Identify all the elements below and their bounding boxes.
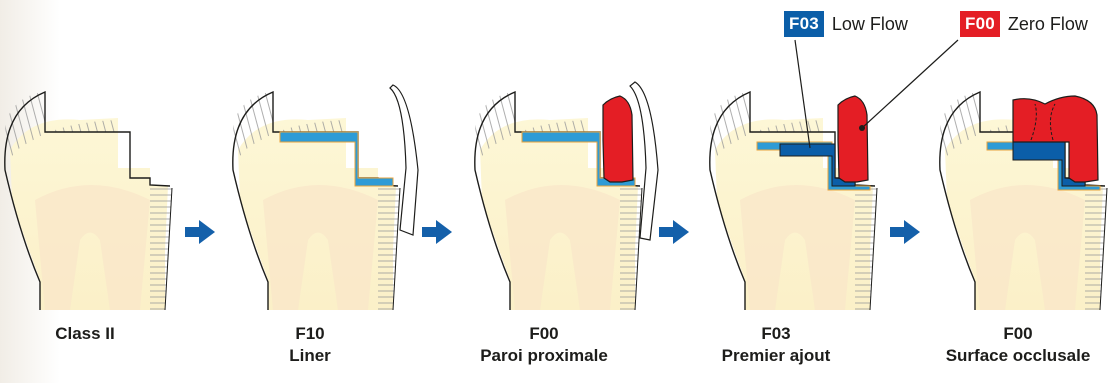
tooth-class-ii bbox=[5, 92, 172, 310]
legend-zero-flow: F00 Zero Flow bbox=[960, 11, 1088, 37]
caption-code: F10 bbox=[210, 323, 410, 345]
caption-label: Paroi proximale bbox=[444, 345, 644, 367]
legend-low-flow-badge: F03 bbox=[784, 11, 824, 37]
zero-flow-wall bbox=[838, 96, 868, 182]
caption-label: Liner bbox=[210, 345, 410, 367]
caption-code: F00 bbox=[444, 323, 644, 345]
caption-class-ii: Class II bbox=[0, 323, 185, 345]
legend-zero-flow-badge: F00 bbox=[960, 11, 1000, 37]
legend-zero-flow-label: Zero Flow bbox=[1008, 14, 1088, 35]
tooth-paroi-proximale bbox=[475, 82, 658, 310]
legend-low-flow-label: Low Flow bbox=[832, 14, 908, 35]
right-arrow-icon bbox=[659, 220, 689, 244]
legend-low-flow: F03 Low Flow bbox=[784, 11, 908, 37]
caption-code: F03 bbox=[676, 323, 876, 345]
zero-flow-leader bbox=[862, 40, 958, 128]
caption-paroi-proximale: F00 Paroi proximale bbox=[444, 323, 644, 367]
zero-flow-wall bbox=[603, 96, 633, 182]
tooth-surface-occlusale bbox=[940, 92, 1107, 310]
right-arrow-icon bbox=[185, 220, 215, 244]
caption-liner: F10 Liner bbox=[210, 323, 410, 367]
zero-flow-leader-dot bbox=[859, 125, 865, 131]
caption-premier-ajout: F03 Premier ajout bbox=[676, 323, 876, 367]
tooth-premier-ajout bbox=[710, 92, 877, 310]
caption-surface-occlusale: F00 Surface occlusale bbox=[918, 323, 1118, 367]
caption-label: Surface occlusale bbox=[918, 345, 1118, 367]
right-arrow-icon bbox=[890, 220, 920, 244]
caption-label: Premier ajout bbox=[676, 345, 876, 367]
caption-label: Class II bbox=[0, 323, 185, 345]
caption-code: F00 bbox=[918, 323, 1118, 345]
tooth-liner bbox=[233, 85, 418, 310]
right-arrow-icon bbox=[422, 220, 452, 244]
